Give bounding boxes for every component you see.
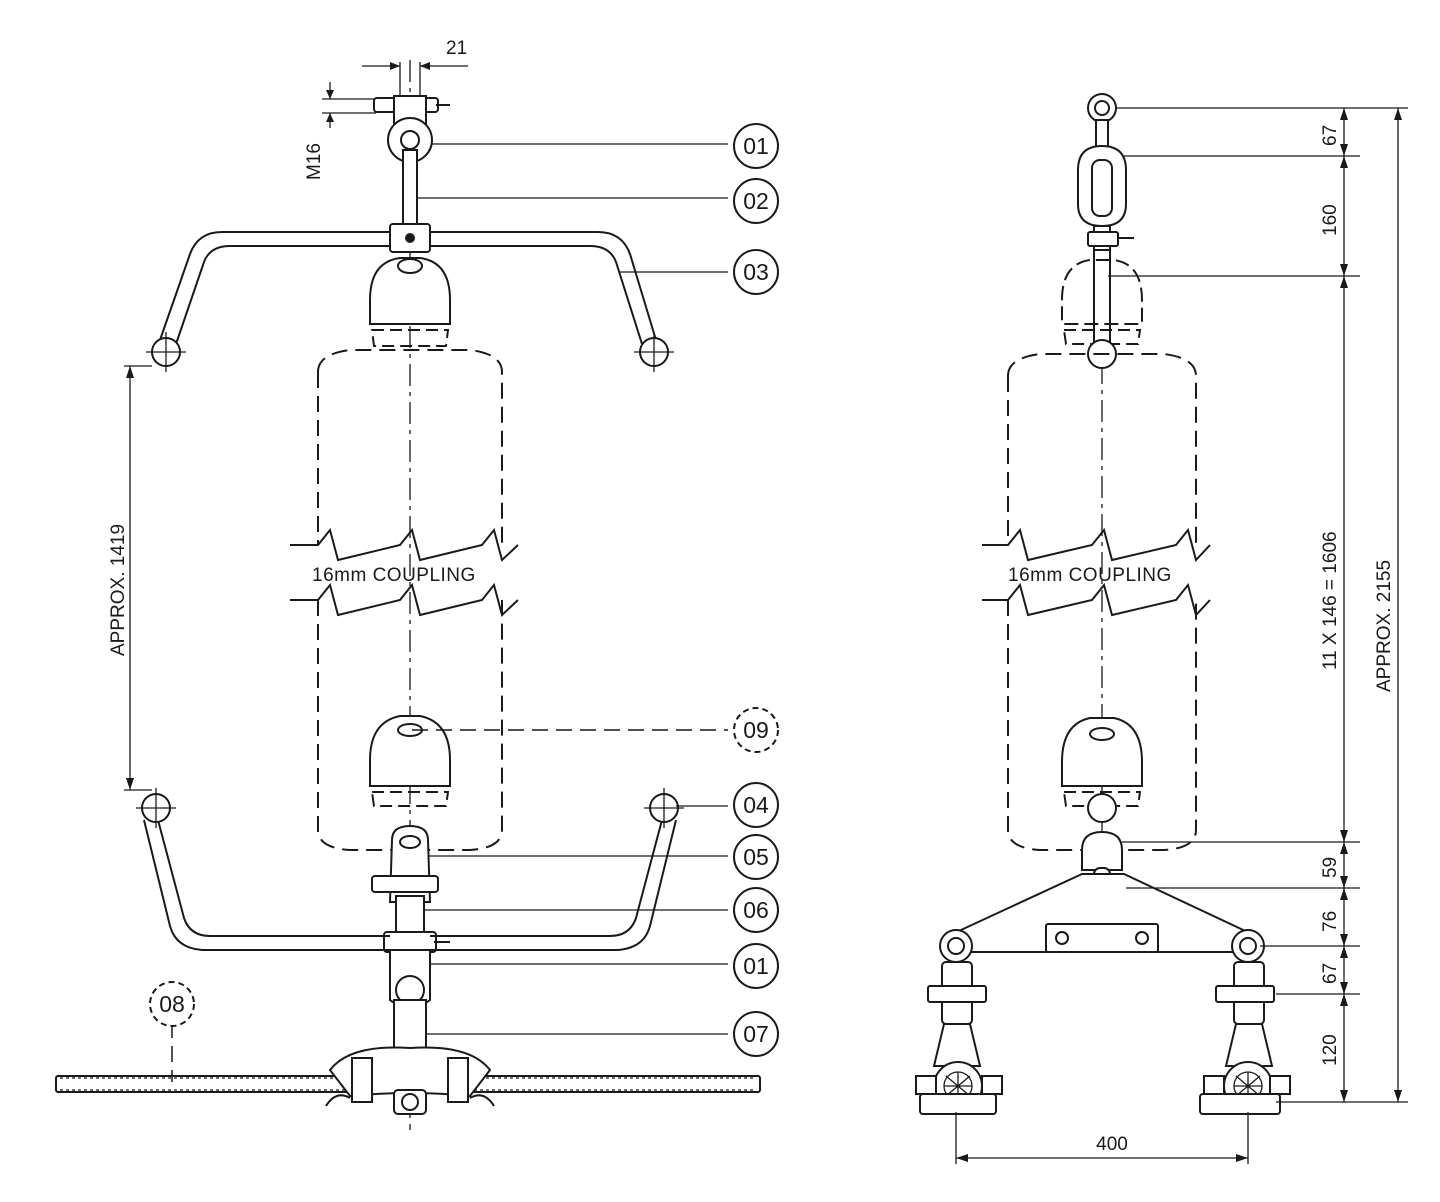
bolt-dimension: 21 M16	[304, 38, 468, 180]
bolt-width-dim: 21	[446, 38, 467, 59]
overall-length-dim: APPROX. 2155	[1374, 560, 1395, 692]
span-dim-160: 160	[1320, 204, 1341, 236]
coupling-note-left: 16mm COUPLING	[312, 565, 476, 586]
right-bottom-cap	[1061, 717, 1143, 823]
svg-text:05: 05	[743, 844, 769, 870]
right-clamp-right	[1199, 961, 1291, 1115]
svg-text:07: 07	[743, 1021, 769, 1047]
part-bubble-09: 09	[733, 707, 779, 753]
part-bubble-08: 08	[149, 981, 195, 1027]
break-lines-left	[290, 527, 519, 617]
part-bubble-05: 05	[733, 834, 779, 880]
part-bubble-01-top: 01	[733, 123, 779, 169]
coupling-note-right: 16mm COUPLING	[1008, 565, 1172, 586]
part-bubbles: 01 02 03 09 04 05 06 01	[149, 123, 779, 1057]
horn-gap-dim: APPROX. 1419	[108, 524, 129, 656]
svg-text:03: 03	[743, 259, 769, 285]
horn-gap-dimension: APPROX. 1419	[108, 365, 152, 791]
bundle-spacing-dimension: 400	[955, 1112, 1249, 1164]
span-dim-76: 76	[1320, 911, 1341, 932]
svg-text:02: 02	[743, 188, 769, 214]
right-clamp-left	[915, 961, 1003, 1115]
left-elevation-view: 21 M16	[55, 38, 761, 1130]
top-insulator-cap	[369, 257, 451, 347]
bottom-insulator-cap	[369, 715, 451, 807]
svg-text:08: 08	[159, 991, 185, 1017]
part-bubble-02: 02	[733, 178, 779, 224]
suspension-clamp	[55, 1046, 761, 1115]
span-dim-59: 59	[1320, 857, 1341, 878]
right-side-view: 16mm COUPLING	[915, 93, 1408, 1164]
span-dim-67-top: 67	[1320, 125, 1341, 146]
span-dim-1606: 11 X 146 = 1606	[1320, 531, 1341, 670]
svg-text:09: 09	[743, 717, 769, 743]
svg-text:06: 06	[743, 897, 769, 923]
bolt-thread-dim: M16	[304, 143, 325, 180]
top-shackle	[373, 95, 450, 231]
part-bubble-03: 03	[733, 249, 779, 295]
left-leader-lines	[171, 143, 728, 1082]
right-insulator-outline	[1007, 353, 1197, 851]
top-arcing-horn	[146, 223, 674, 372]
svg-text:04: 04	[743, 792, 769, 818]
part-bubble-06: 06	[733, 887, 779, 933]
part-bubble-04: 04	[733, 782, 779, 828]
yoke-plate	[939, 830, 1265, 963]
break-lines-right	[982, 527, 1211, 618]
right-extension-lines	[1108, 107, 1408, 1103]
svg-text:01: 01	[743, 953, 769, 979]
part-bubble-07: 07	[733, 1011, 779, 1057]
part-bubble-01-bottom: 01	[733, 943, 779, 989]
span-dim-67-bottom: 67	[1320, 963, 1341, 984]
span-dim-120: 120	[1320, 1034, 1341, 1066]
bottom-arcing-horn	[136, 788, 684, 951]
right-top-fittings	[1077, 93, 1134, 351]
insulator-string-outline	[317, 349, 503, 851]
segment-dimension-chain: 67 160 11 X 146 = 1606 59 76 67 120	[1320, 108, 1348, 1102]
bundle-spacing-dim: 400	[1096, 1134, 1128, 1155]
overall-length-dimension: APPROX. 2155	[1374, 108, 1402, 1102]
svg-text:01: 01	[743, 133, 769, 159]
